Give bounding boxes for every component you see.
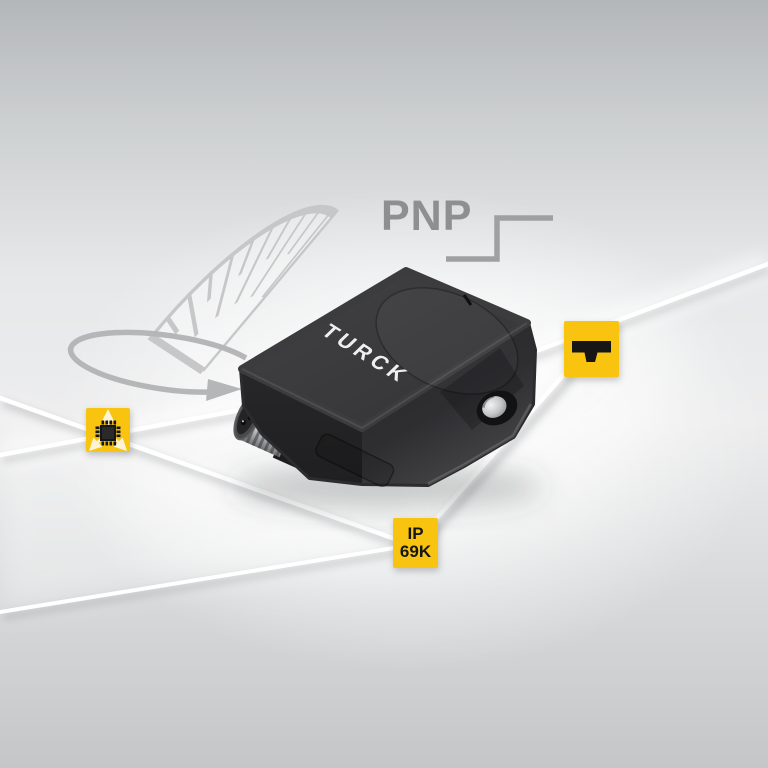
device-right-face xyxy=(362,323,534,484)
line-bottomleft-to-ip xyxy=(0,543,414,614)
ip-rating-line2: 69K xyxy=(399,542,432,561)
ip-rating-badge: IP 69K xyxy=(393,518,438,568)
mounting-gusset xyxy=(440,348,524,430)
left-beam-wedge xyxy=(0,400,412,612)
label-recess xyxy=(315,433,395,488)
edge-highlight xyxy=(241,322,528,430)
bottom-rim-highlight xyxy=(427,403,533,486)
line-shadow xyxy=(1,400,417,553)
rotation-arrow-icon xyxy=(67,329,248,401)
device-top-face xyxy=(238,267,531,432)
turck-t-icon xyxy=(572,341,611,362)
line-shadow xyxy=(2,547,416,620)
mount-hole-shade xyxy=(482,395,495,408)
pnp-step-icon xyxy=(446,215,553,262)
pnp-label: PNP xyxy=(381,192,473,240)
mems-chip-badge xyxy=(86,408,130,452)
mount-hole-metal xyxy=(482,396,507,418)
chip-axes-icon xyxy=(88,409,128,452)
gauge-icon xyxy=(147,204,339,375)
line-shadow xyxy=(420,374,575,547)
ip-rating-line1: IP xyxy=(407,524,424,544)
device-front-face xyxy=(242,369,362,483)
inclinometer-device: TURCK xyxy=(233,267,537,488)
alignment-notch xyxy=(462,294,473,306)
turck-logo-badge xyxy=(564,321,619,377)
gauge-ticks xyxy=(166,212,329,338)
line-ip-to-logo xyxy=(414,369,569,543)
line-chip-to-ip xyxy=(0,395,415,548)
